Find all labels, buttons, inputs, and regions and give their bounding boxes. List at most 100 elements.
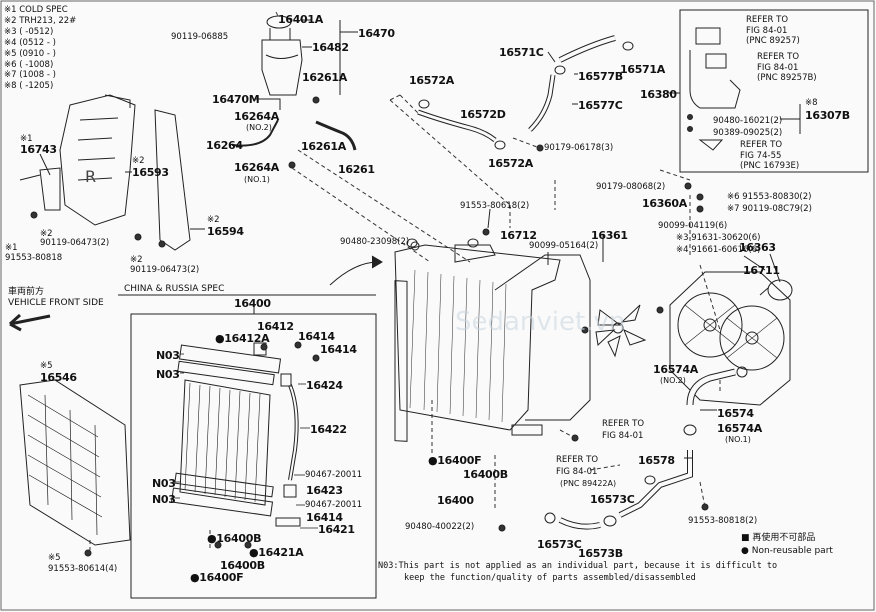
part-label: 90480-23098(2) [340,237,410,247]
part-label: REFER TO [556,455,599,465]
part-label: 16594 [207,225,244,238]
radiator-grille [19,379,131,546]
part-label: 16361 [591,229,628,242]
part-label: 90179-06178(3) [544,143,614,153]
part-label: (NO.1) [244,175,270,184]
china-spec-label: CHINA & RUSSIA SPEC [124,284,225,294]
part-label: 16546 [40,371,77,384]
part-label: 16423 [306,484,343,497]
part-label: 16264A [234,161,279,174]
part-label: ●16400F [428,454,482,467]
part-label: 16400B [220,559,265,572]
vehicle-front-en: VEHICLE FRONT SIDE [8,298,104,308]
watermark: Sedanviet.vn [455,307,625,337]
part-label: 90480-16021(2) [713,116,783,126]
part-label: 16424 [306,379,343,392]
part-label: 16572A [409,74,454,87]
part-label: 16572A [488,157,533,170]
part-label: 90389-09025(2) [713,128,783,138]
part-label: 16422 [310,423,347,436]
part-label: 16593 [132,166,169,179]
part-label: ※6 91553-80830(2) [727,192,812,202]
lower-shroud: R [19,94,191,251]
part-label: (PNC 89422A) [560,479,617,488]
footnote-line-2: keep the function/quality of parts assem… [404,573,696,583]
part-label: 16711 [743,264,780,277]
spec-note: ※5 (0910 - ) [4,48,56,59]
part-label: 16307B [805,109,850,122]
part-label: 16571A [620,63,665,76]
part-label: 16400B [463,468,508,481]
part-label: 16712 [500,229,537,242]
part-label: 16573C [590,493,635,506]
part-label: 16401A [278,13,323,26]
part-label: 90119-06473(2) [130,265,200,275]
part-label: 91553-80614(4) [48,564,118,574]
part-label: 16414 [298,330,335,343]
part-label: 16264A [234,110,279,123]
part-label: 16363 [739,241,776,254]
spec-note: ※6 ( -1008) [4,59,54,70]
part-label: N03 [152,477,176,490]
part-label: 90119-06473(2) [40,238,110,248]
part-label: 16360A [642,197,687,210]
vehicle-front-jp: 車両前方 [8,287,45,297]
spec-note: ※2 TRH213, 22# [4,15,77,26]
part-label: 90179-08068(2) [596,182,666,192]
fan-shroud [669,271,793,406]
part-label: 16400 [437,494,474,507]
refer-box-89257: REFER TO FIG 84-01 (PNC 89257) [746,15,800,46]
china-radiator [170,342,301,549]
spec-note: ※4 (0512 - ) [4,37,56,48]
part-label: N03 [152,493,176,506]
part-label: 91553-80818 [5,253,63,263]
part-label: ●16412A [215,332,270,345]
cooling-fan [595,304,647,358]
part-label: 16573C [537,538,582,551]
part-label: 16261A [302,71,347,84]
part-label: 16573B [578,547,623,560]
main-radiator [394,238,591,442]
part-label: 16412 [257,320,294,333]
part-label: 16577B [578,70,623,83]
spec-note: ※1 COLD SPEC [4,5,68,15]
spec-note: ※3 ( -0512) [4,26,54,37]
part-label: 16261A [301,140,346,153]
part-label: ※5 [48,553,61,563]
part-label: ※4 91661-60616(6) [676,245,761,255]
part-label: ※2 [132,156,145,166]
part-label: 16470 [358,27,395,40]
part-label: FIG 84-01 [556,467,598,477]
part-label: ※3 91631-30620(6) [676,233,761,243]
part-label: 16400 [234,297,271,310]
part-label: ●16400F [190,571,244,584]
part-label: 16574 [717,407,754,420]
part-label: 16577C [578,99,623,112]
part-label: 90099-05164(2) [529,241,599,251]
part-label: 16574A [717,422,762,435]
part-label: 16574A [653,363,698,376]
part-label: FIG 84-01 [602,431,644,441]
part-label: 16380 [640,88,677,101]
part-label: ※2 [40,229,53,239]
part-label: ※8 [805,98,818,108]
part-label: 16421 [318,523,355,536]
part-label: 16470M [212,93,260,106]
part-label: (NO.1) [725,435,751,444]
part-label: ※1 [5,243,18,253]
legend-nonreusable-jp: ■ 再使用不可部品 [741,533,816,543]
part-label: ※2 [130,255,143,265]
spec-note: ※8 ( -1205) [4,81,54,92]
part-label: 16578 [638,454,675,467]
part-label: (NO.2) [246,123,272,132]
part-label: 16414 [306,511,343,524]
spec-note: ※7 (1008 - ) [4,70,56,81]
part-label: 16482 [312,41,349,54]
part-label: 16572D [460,108,506,121]
part-label: ※2 [207,215,220,225]
part-label: ●16400B [207,532,262,545]
legend-nonreusable-en: ● Non-reusable part [741,546,833,556]
part-label: 16261 [338,163,375,176]
part-label: 16743 [20,143,57,156]
